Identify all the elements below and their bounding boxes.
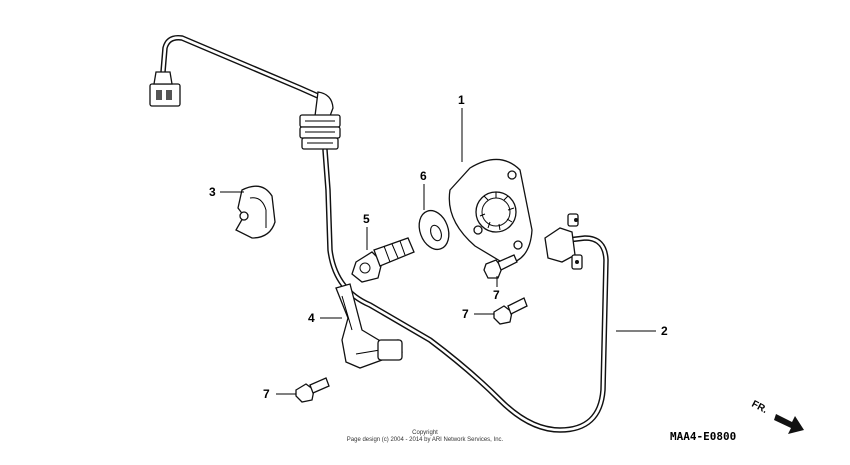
callout-6: 6 [420, 169, 427, 183]
callout-7-lower: 7 [263, 387, 270, 401]
pulse-generator [544, 213, 583, 270]
callout-2: 2 [661, 324, 668, 338]
callout-3: 3 [209, 185, 216, 199]
pulser-rotor [448, 158, 533, 265]
callout-7-upper: 7 [493, 288, 500, 302]
grommet [299, 91, 341, 150]
wire-coupler [149, 71, 181, 107]
diagram-code: MAA4-E0800 [670, 430, 736, 443]
small-bolt-lower [295, 377, 330, 403]
leader-lines [220, 108, 656, 395]
callout-7-middle: 7 [462, 307, 469, 321]
callout-5: 5 [363, 212, 370, 226]
clip-cover [235, 185, 276, 239]
wire-harness [160, 34, 609, 433]
small-bolt-middle [493, 297, 528, 325]
front-arrow-icon [774, 414, 804, 434]
washer [418, 209, 450, 251]
callout-1: 1 [458, 93, 465, 107]
copyright-title: Copyright [412, 430, 438, 436]
callout-4: 4 [308, 311, 315, 325]
front-label: FR. [750, 399, 770, 416]
flange-bolt [351, 237, 415, 283]
small-bolt-upper [483, 254, 518, 279]
copyright-line: Page design (c) 2004 - 2014 by ARI Netwo… [347, 437, 504, 443]
front-direction-indicator: FR. [750, 399, 804, 434]
wire-clamp-bracket [335, 283, 403, 369]
